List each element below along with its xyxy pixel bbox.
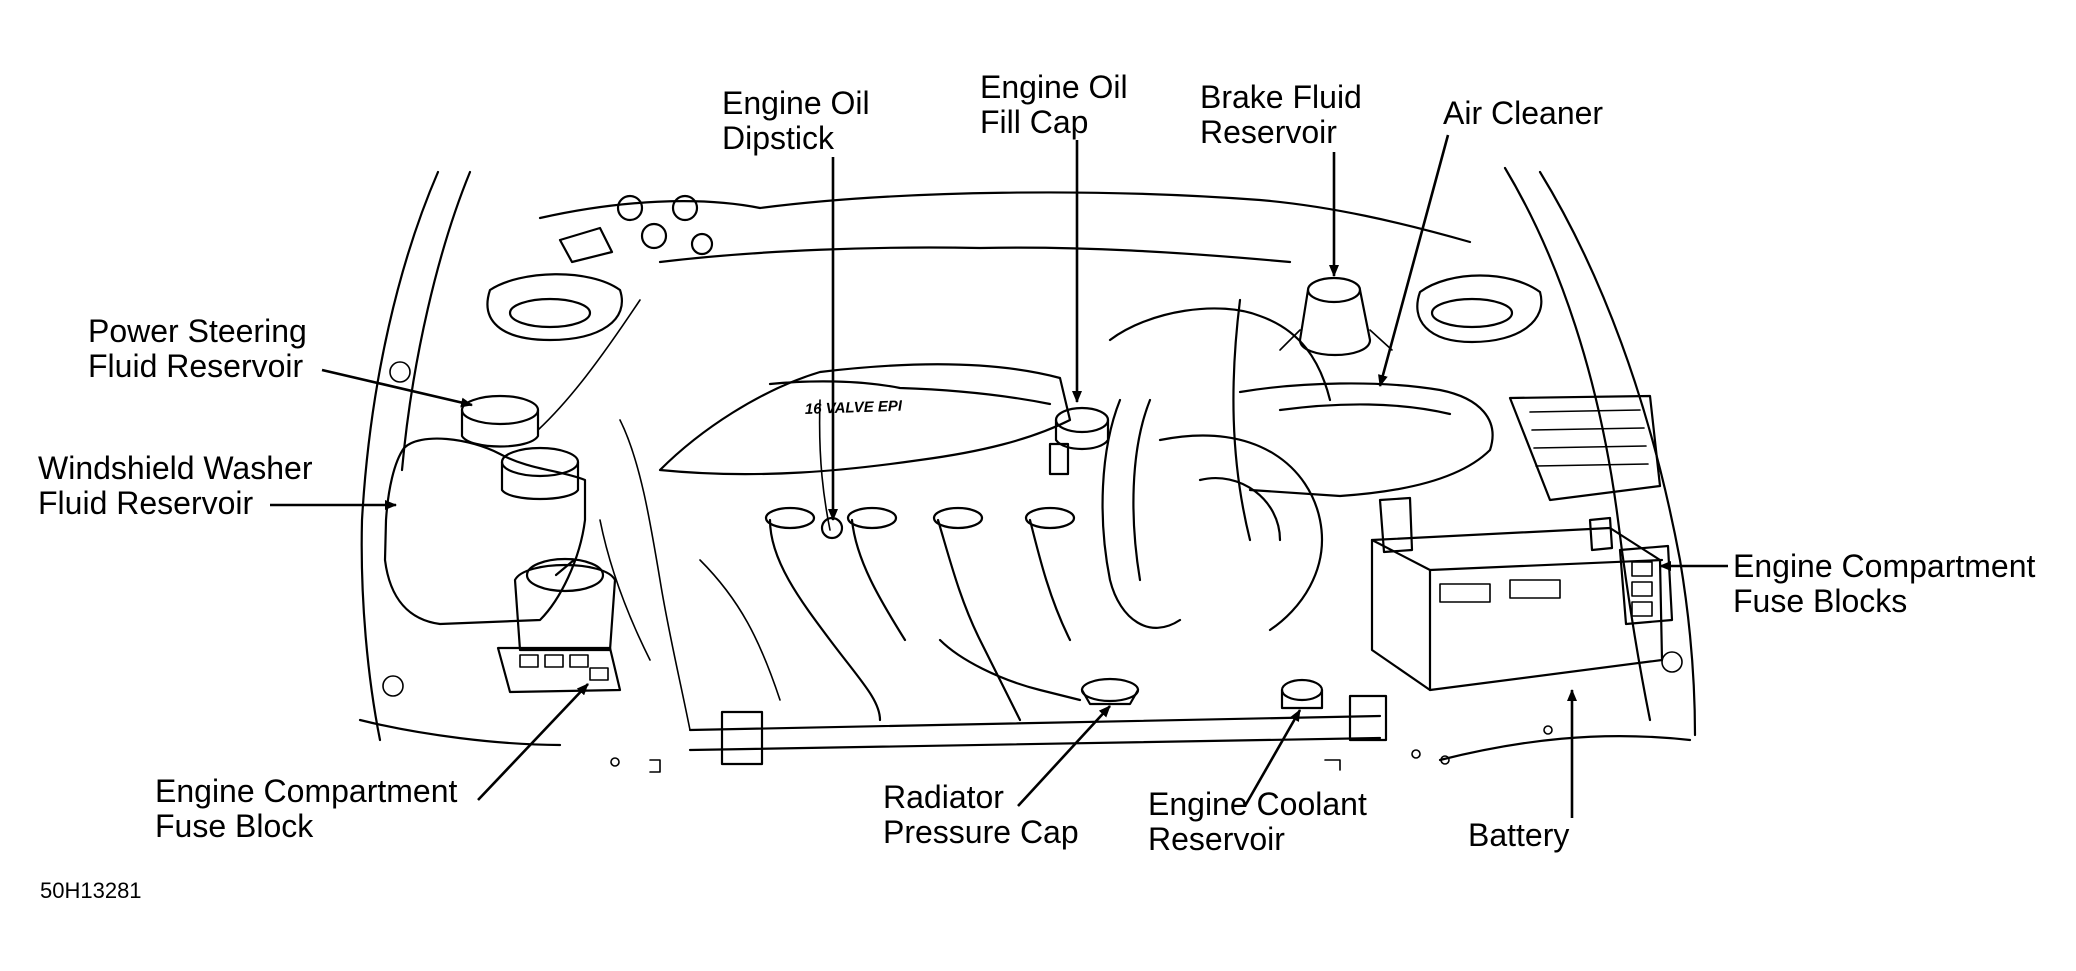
label-radiator-cap: Radiator Pressure Cap xyxy=(883,779,1079,850)
label-fill-cap-line2: Fill Cap xyxy=(980,104,1088,140)
leader-coolant xyxy=(1243,709,1302,807)
label-coolant-line1: Engine Coolant xyxy=(1148,786,1367,822)
label-power-steering-line2: Fluid Reservoir xyxy=(88,348,304,384)
label-radiator-cap-line1: Radiator xyxy=(883,779,1004,815)
callout-labels: Engine Oil Dipstick Engine Oil Fill Cap … xyxy=(38,69,2044,903)
label-power-steering: Power Steering Fluid Reservoir xyxy=(88,313,316,384)
label-washer-fluid-line2: Fluid Reservoir xyxy=(38,485,254,521)
label-fuse-blocks-right-line1: Engine Compartment xyxy=(1733,548,2035,584)
label-air-cleaner-line1: Air Cleaner xyxy=(1443,95,1603,131)
label-dipstick-line1: Engine Oil xyxy=(722,85,870,121)
leader-air-cleaner xyxy=(1378,134,1450,387)
svg-text:16 VALVE EPI: 16 VALVE EPI xyxy=(805,398,904,418)
label-power-steering-line1: Power Steering xyxy=(88,313,307,349)
label-washer-fluid-line1: Windshield Washer xyxy=(38,450,313,486)
label-brake-fluid: Brake Fluid Reservoir xyxy=(1200,79,1371,150)
label-fuse-block-left-line1: Engine Compartment xyxy=(155,773,457,809)
label-dipstick: Engine Oil Dipstick xyxy=(722,85,879,156)
label-fuse-blocks-right: Engine Compartment Fuse Blocks xyxy=(1733,548,2044,619)
callout-arrows xyxy=(270,134,1728,818)
label-coolant-line2: Reservoir xyxy=(1148,821,1285,857)
label-battery: Battery xyxy=(1468,817,1569,853)
leader-radiator-cap xyxy=(1017,705,1111,807)
label-brake-fluid-line1: Brake Fluid xyxy=(1200,79,1362,115)
leader-fuse-block-left xyxy=(477,683,589,801)
label-fuse-blocks-right-line2: Fuse Blocks xyxy=(1733,583,1907,619)
label-washer-fluid: Windshield Washer Fluid Reservoir xyxy=(38,450,321,521)
label-brake-fluid-line2: Reservoir xyxy=(1200,114,1337,150)
label-air-cleaner: Air Cleaner xyxy=(1443,95,1603,131)
leader-power-steering xyxy=(321,368,473,408)
label-radiator-cap-line2: Pressure Cap xyxy=(883,814,1079,850)
engine-bay-drawing: 16 VALVE EPI xyxy=(358,166,1697,773)
figure-code: 50H13281 xyxy=(40,878,142,903)
label-battery-line1: Battery xyxy=(1468,817,1569,853)
label-coolant: Engine Coolant Reservoir xyxy=(1148,786,1376,857)
label-fuse-block-left: Engine Compartment Fuse Block xyxy=(155,773,466,844)
label-fuse-block-left-line2: Fuse Block xyxy=(155,808,314,844)
label-dipstick-line2: Dipstick xyxy=(722,120,835,156)
label-fill-cap-line1: Engine Oil xyxy=(980,69,1128,105)
label-fill-cap: Engine Oil Fill Cap xyxy=(980,69,1137,140)
